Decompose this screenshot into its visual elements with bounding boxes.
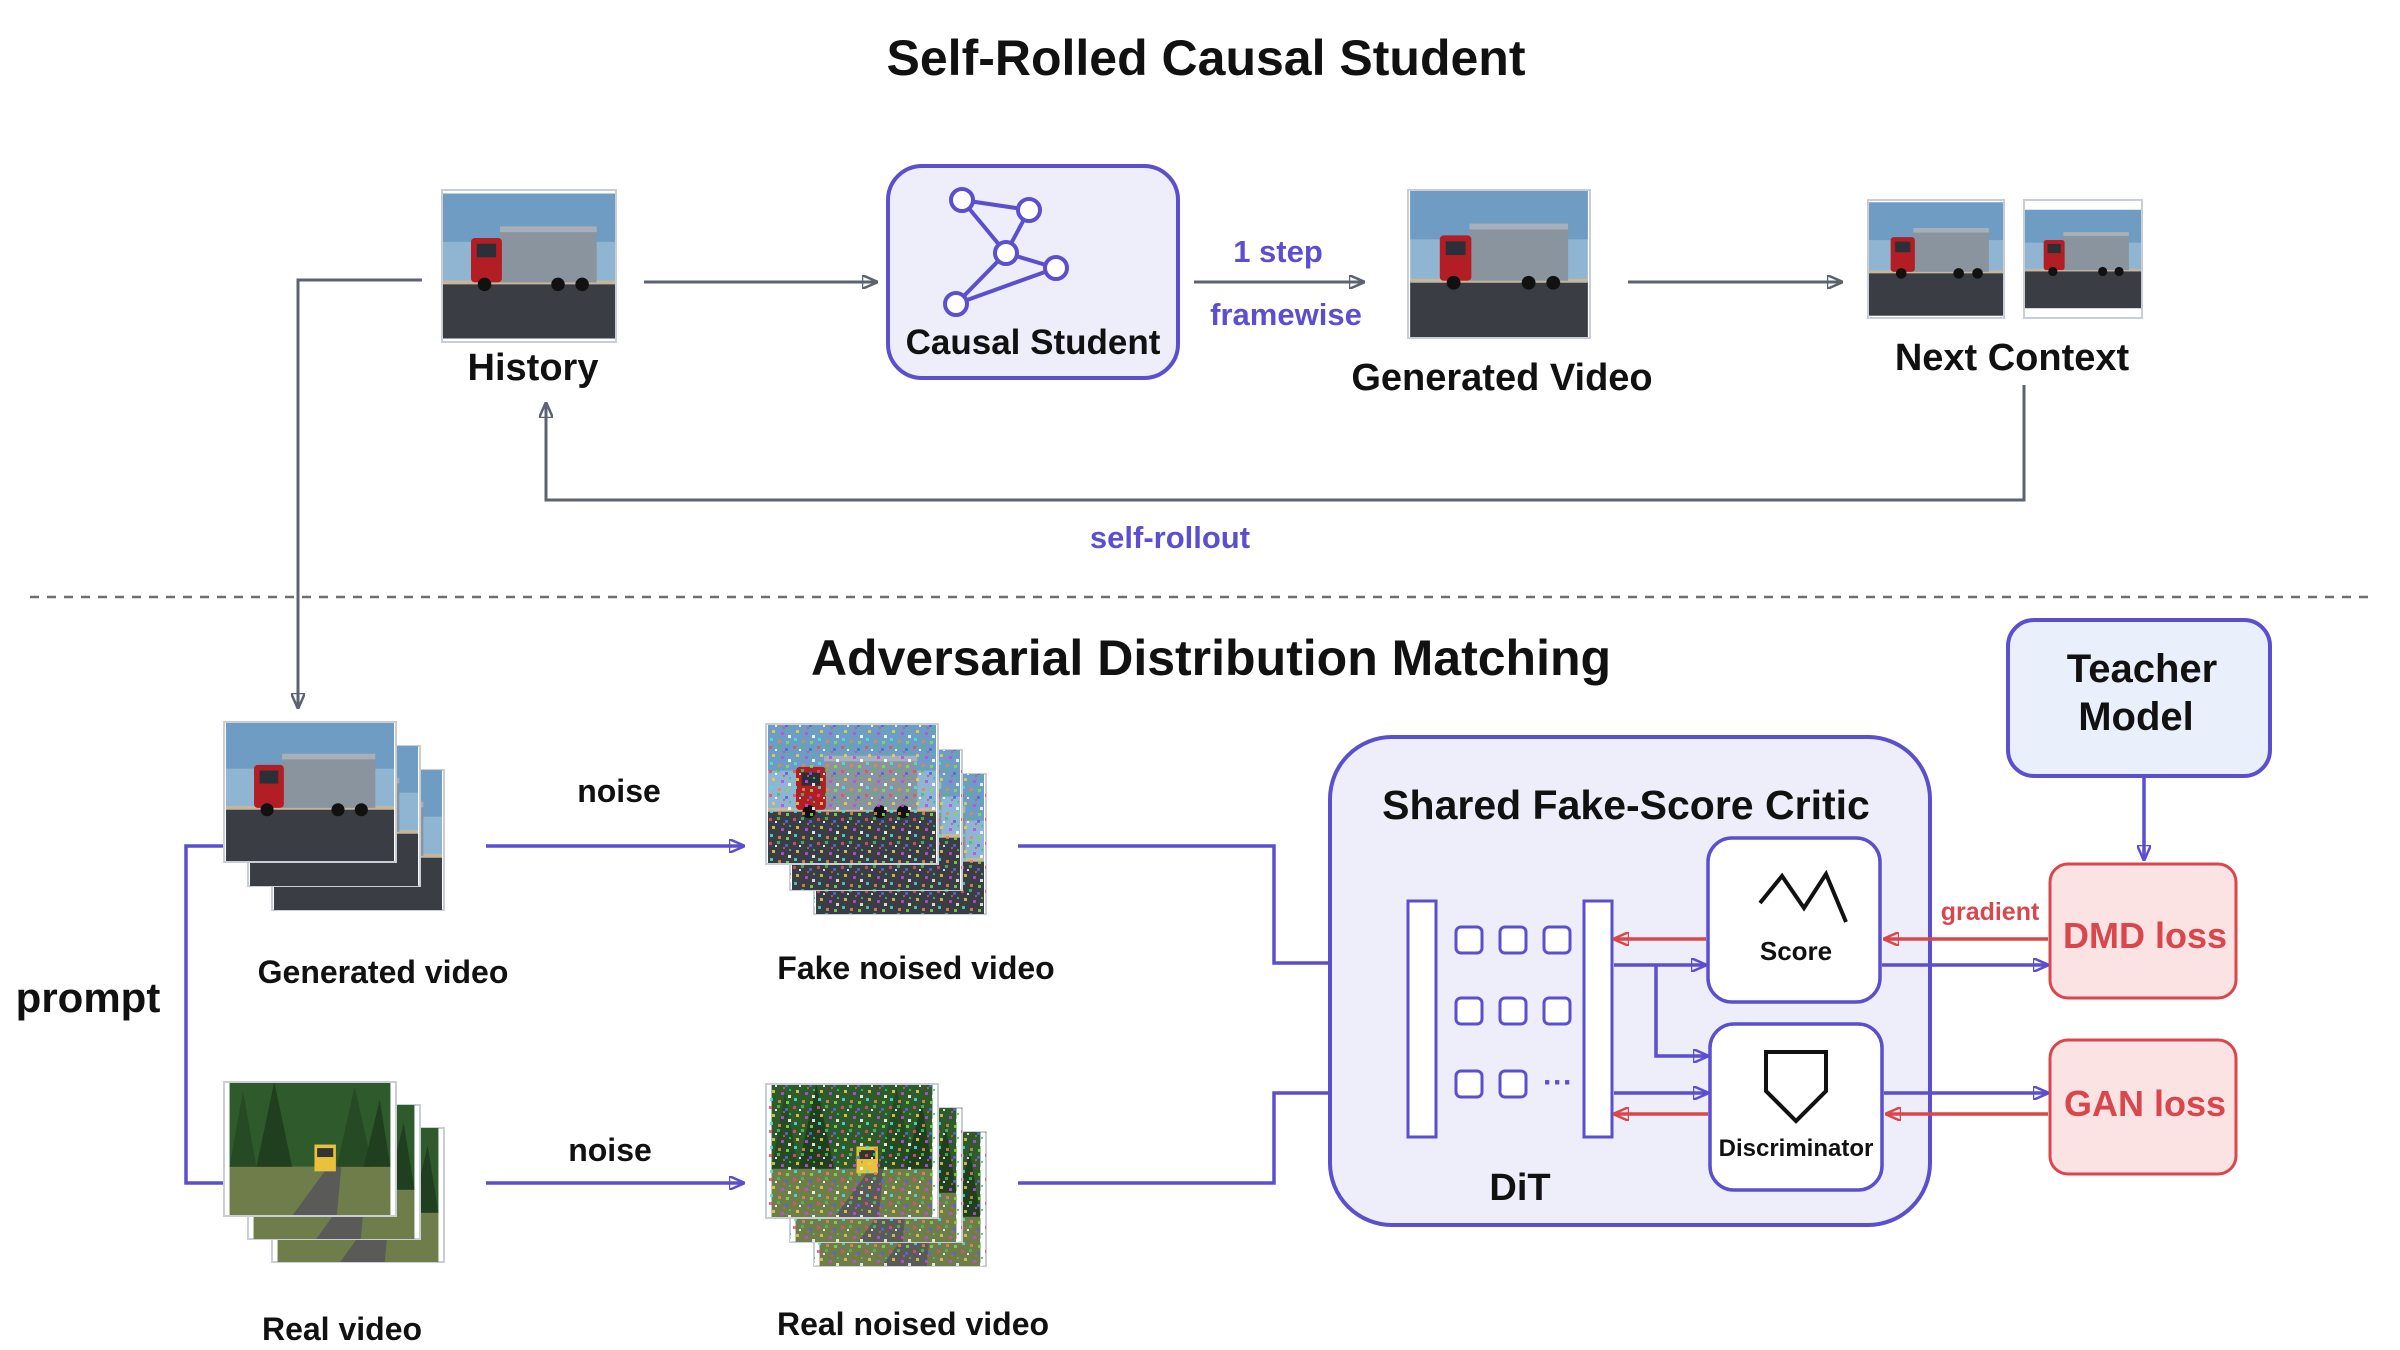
fake-noised-video-label: Fake noised video bbox=[777, 950, 1054, 986]
causal-student-box: Causal Student bbox=[886, 164, 1180, 380]
fake-noised-video-stack bbox=[765, 723, 987, 915]
real-video-stack bbox=[223, 1081, 445, 1263]
real-noised-video-stack bbox=[765, 1083, 987, 1267]
discriminator-head-box: Discriminator bbox=[1708, 1022, 1884, 1192]
real-video-label: Real video bbox=[262, 1311, 422, 1347]
gan-loss-label: GAN loss bbox=[2064, 1083, 2226, 1124]
generated-video-stack bbox=[223, 721, 445, 911]
noise-label-top: noise bbox=[577, 773, 661, 809]
step-label: 1 step bbox=[1233, 234, 1323, 269]
top-flow-arrows bbox=[298, 280, 2026, 708]
critic-internal-arrows bbox=[1614, 939, 1708, 1114]
dit-output-bar bbox=[1582, 899, 1614, 1139]
dit-label: DiT bbox=[1489, 1167, 1550, 1209]
self-rollout-label: self-rollout bbox=[1090, 520, 1250, 555]
dit-token-grid bbox=[1454, 925, 1572, 1099]
shield-discriminator-icon bbox=[1764, 1050, 1828, 1124]
real-noised-video-label: Real noised video bbox=[777, 1306, 1049, 1342]
dmd-loss-label: DMD loss bbox=[2063, 915, 2227, 956]
next-context-thumbnail-2 bbox=[2023, 199, 2143, 319]
generated-video-label: Generated Video bbox=[1351, 357, 1652, 399]
generated-video-bottom-label: Generated video bbox=[258, 954, 509, 990]
zigzag-score-icon bbox=[1758, 869, 1848, 923]
dit-ellipsis: ··· bbox=[1543, 1066, 1573, 1099]
noise-arrows bbox=[486, 846, 744, 1183]
shared-critic-box: Shared Fake-Score Critic ··· DiT Score D… bbox=[1328, 735, 1932, 1227]
dmd-loss-box: DMD loss bbox=[2048, 862, 2238, 1000]
next-context-thumbnail-1 bbox=[1867, 199, 2005, 319]
prompt-label: prompt bbox=[16, 974, 161, 1021]
history-label: History bbox=[468, 347, 599, 389]
bottom-title: Adversarial Distribution Matching bbox=[811, 630, 1611, 686]
discriminator-label: Discriminator bbox=[1719, 1135, 1874, 1162]
dit-input-bar bbox=[1406, 899, 1438, 1139]
gan-loss-box: GAN loss bbox=[2048, 1038, 2238, 1176]
teacher-label-line1: Teacher bbox=[2067, 647, 2217, 691]
loss-arrows bbox=[1882, 939, 2048, 1114]
top-title: Self-Rolled Causal Student bbox=[887, 30, 1526, 86]
score-head-box: Score bbox=[1706, 836, 1882, 1004]
gradient-label: gradient bbox=[1941, 898, 2040, 926]
framewise-label: framewise bbox=[1210, 297, 1362, 332]
causal-student-label: Causal Student bbox=[906, 323, 1161, 362]
teacher-label-line2: Model bbox=[2078, 695, 2194, 739]
noise-label-bottom: noise bbox=[568, 1132, 652, 1168]
score-label: Score bbox=[1760, 936, 1832, 966]
generated-video-thumbnail bbox=[1407, 189, 1591, 339]
prompt-bracket bbox=[184, 844, 226, 1185]
critic-title: Shared Fake-Score Critic bbox=[1382, 782, 1870, 828]
next-context-label: Next Context bbox=[1895, 337, 2130, 379]
teacher-model-box: Teacher Model bbox=[2006, 618, 2272, 778]
network-graph-icon bbox=[943, 187, 1069, 317]
history-thumbnail bbox=[441, 189, 617, 343]
